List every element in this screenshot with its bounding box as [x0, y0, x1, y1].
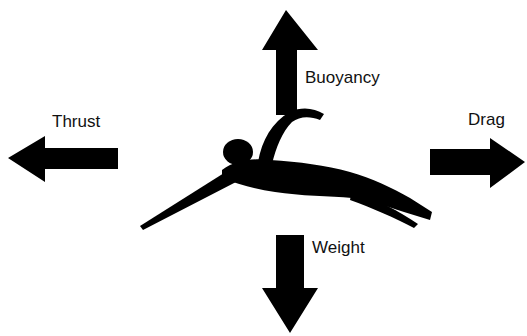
down-arrow	[262, 235, 318, 333]
force-label: Weight	[312, 238, 365, 258]
force-label: Buoyancy	[305, 68, 380, 88]
right-arrow	[430, 138, 525, 188]
force-label: Drag	[468, 110, 505, 130]
up-arrow	[262, 10, 318, 115]
left-arrow	[8, 136, 118, 182]
swimmer-silhouette	[140, 108, 432, 230]
force-label: Thrust	[52, 112, 100, 132]
